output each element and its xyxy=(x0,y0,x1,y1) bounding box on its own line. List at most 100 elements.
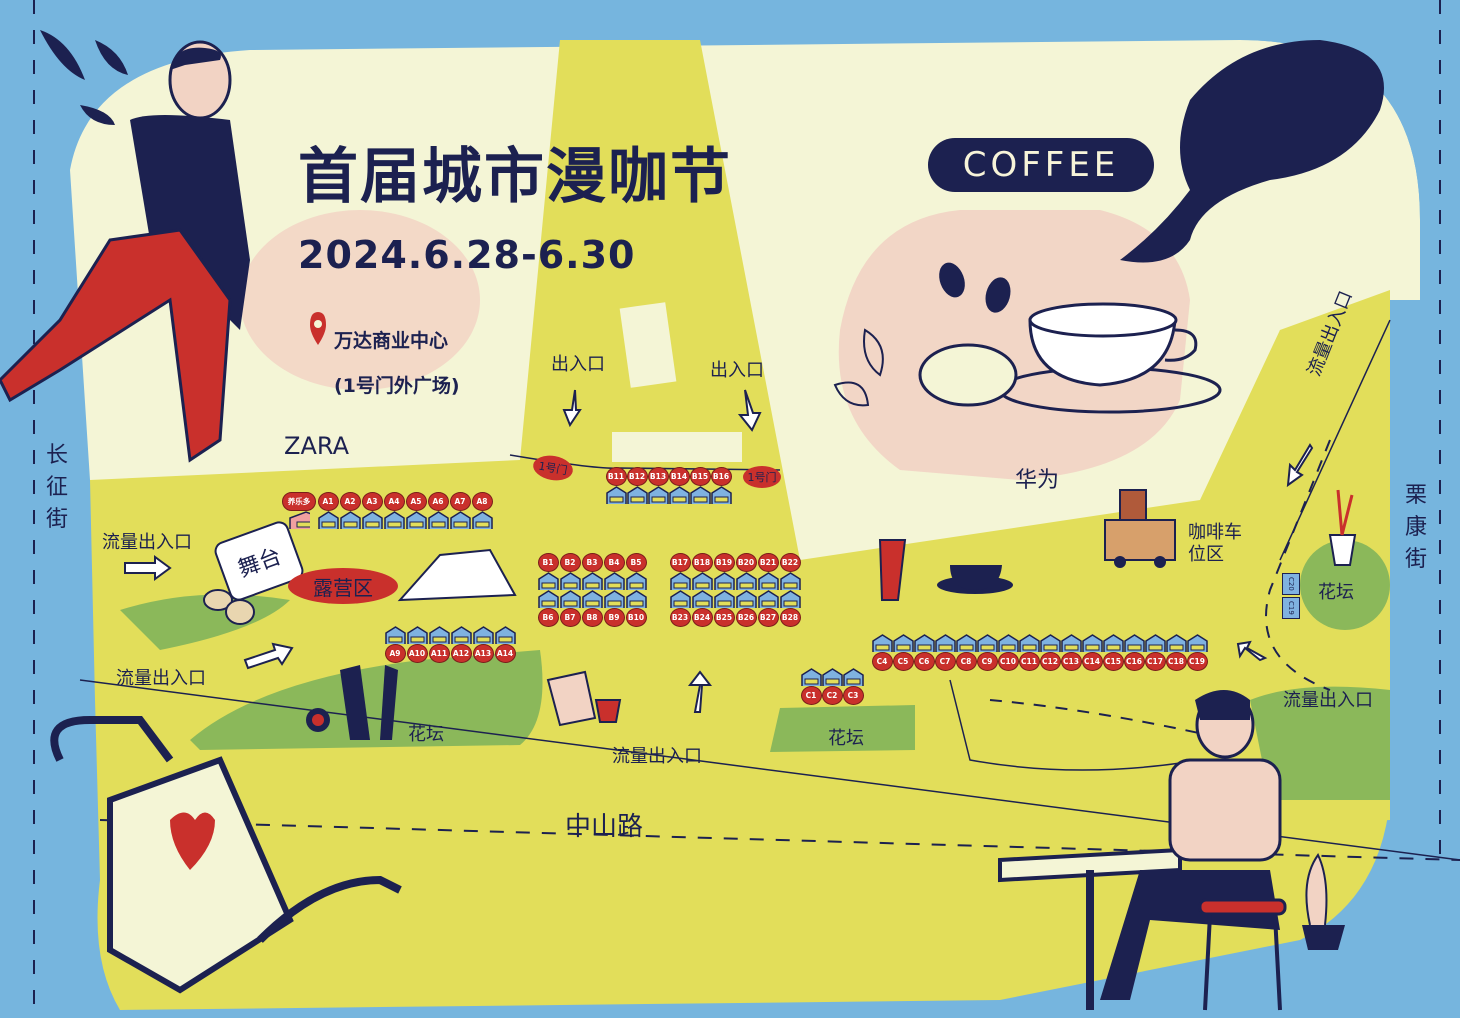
booth-c19[interactable]: C19 xyxy=(1186,634,1208,671)
booth-b15[interactable]: B15 xyxy=(689,467,711,504)
booth-b14[interactable]: B14 xyxy=(668,467,690,504)
booth-b22[interactable]: B22 xyxy=(779,553,801,590)
booth-b4[interactable]: B4 xyxy=(603,553,625,590)
booth-badge: C16 xyxy=(1123,652,1145,671)
booth-badge: B9 xyxy=(603,608,625,627)
booth-b28[interactable]: B28 xyxy=(779,590,801,627)
booth-c19-vertical[interactable]: C19 xyxy=(1282,597,1300,619)
booth-a3[interactable]: A3 xyxy=(361,492,383,529)
booth-c5[interactable]: C5 xyxy=(892,634,914,671)
booth-b7[interactable]: B7 xyxy=(559,590,581,627)
booth-yakult[interactable]: 养乐多 xyxy=(282,492,316,529)
man-drinking-coffee-illustration xyxy=(0,30,260,470)
booth-b20[interactable]: B20 xyxy=(735,553,757,590)
booth-c14[interactable]: C14 xyxy=(1081,634,1103,671)
booth-a5[interactable]: A5 xyxy=(405,492,427,529)
booth-row-b6-b10: B6 B7 B8 B9 B10 xyxy=(537,590,647,627)
booth-b27[interactable]: B27 xyxy=(757,590,779,627)
booth-c9[interactable]: C9 xyxy=(976,634,998,671)
booth-b19[interactable]: B19 xyxy=(713,553,735,590)
stall-icon xyxy=(913,634,935,652)
booth-c6[interactable]: C6 xyxy=(913,634,935,671)
booth-badge: C4 xyxy=(871,652,893,671)
booth-b24[interactable]: B24 xyxy=(691,590,713,627)
booth-b9[interactable]: B9 xyxy=(603,590,625,627)
stall-icon xyxy=(450,626,472,644)
booth-c11[interactable]: C11 xyxy=(1018,634,1040,671)
booth-badge: B16 xyxy=(710,467,732,486)
booth-c12[interactable]: C12 xyxy=(1039,634,1061,671)
booth-a7[interactable]: A7 xyxy=(449,492,471,529)
booth-b16[interactable]: B16 xyxy=(710,467,732,504)
stall-icon xyxy=(871,634,893,652)
booth-a1[interactable]: A1 xyxy=(317,492,339,529)
booth-badge: A3 xyxy=(361,492,383,511)
booth-a14[interactable]: A14 xyxy=(494,626,516,663)
booth-c10[interactable]: C10 xyxy=(997,634,1019,671)
booth-badge: A7 xyxy=(449,492,471,511)
stall-icon xyxy=(339,511,361,529)
booth-block-b-left: B1 B2 B3 B4 B5 B6 B7 B8 B9 B10 xyxy=(537,553,647,627)
booth-badge: B6 xyxy=(537,608,559,627)
booth-badge: C14 xyxy=(1081,652,1103,671)
booth-b18[interactable]: B18 xyxy=(691,553,713,590)
booth-a4[interactable]: A4 xyxy=(383,492,405,529)
stage-label: 舞台 xyxy=(234,544,285,583)
booth-b25[interactable]: B25 xyxy=(713,590,735,627)
booth-badge: B27 xyxy=(757,608,779,627)
booth-c18[interactable]: C18 xyxy=(1165,634,1187,671)
stall-icon xyxy=(1165,634,1187,652)
booth-b8[interactable]: B8 xyxy=(581,590,603,627)
booth-a13[interactable]: A13 xyxy=(472,626,494,663)
booth-b17[interactable]: B17 xyxy=(669,553,691,590)
booth-a10[interactable]: A10 xyxy=(406,626,428,663)
booth-b1[interactable]: B1 xyxy=(537,553,559,590)
booth-b2[interactable]: B2 xyxy=(559,553,581,590)
booth-a12[interactable]: A12 xyxy=(450,626,472,663)
entrance-left-bottom: 流量出入口 xyxy=(116,668,206,689)
booth-c16[interactable]: C16 xyxy=(1123,634,1145,671)
booth-c1[interactable]: C1 xyxy=(800,668,822,705)
booth-a8[interactable]: A8 xyxy=(471,492,493,529)
booth-b10[interactable]: B10 xyxy=(625,590,647,627)
booth-b3[interactable]: B3 xyxy=(581,553,603,590)
booth-badge: A13 xyxy=(472,644,494,663)
booth-c2[interactable]: C2 xyxy=(821,668,843,705)
booth-c8[interactable]: C8 xyxy=(955,634,977,671)
stall-icon xyxy=(800,668,822,686)
booth-c4[interactable]: C4 xyxy=(871,634,893,671)
booth-badge: B19 xyxy=(713,553,735,572)
flowerbed-label-2: 花坛 xyxy=(828,728,864,749)
coffee-badge: COFFEE xyxy=(928,138,1154,192)
booth-badge: B10 xyxy=(625,608,647,627)
booth-b21[interactable]: B21 xyxy=(757,553,779,590)
booth-a9[interactable]: A9 xyxy=(384,626,406,663)
booth-b13[interactable]: B13 xyxy=(647,467,669,504)
booth-c20-vertical[interactable]: C20 xyxy=(1282,573,1300,595)
booth-c7[interactable]: C7 xyxy=(934,634,956,671)
booth-a2[interactable]: A2 xyxy=(339,492,361,529)
stall-icon xyxy=(1081,634,1103,652)
food-truck-area-label: 咖啡车位区 xyxy=(1188,522,1242,565)
booth-b6[interactable]: B6 xyxy=(537,590,559,627)
booth-a6[interactable]: A6 xyxy=(427,492,449,529)
booth-badge: C12 xyxy=(1039,652,1061,671)
booth-b5[interactable]: B5 xyxy=(625,553,647,590)
booth-b26[interactable]: B26 xyxy=(735,590,757,627)
booth-b23[interactable]: B23 xyxy=(669,590,691,627)
booth-c17[interactable]: C17 xyxy=(1144,634,1166,671)
booth-c13[interactable]: C13 xyxy=(1060,634,1082,671)
landmark-huawei: 华为 xyxy=(1015,468,1060,493)
map-pin-icon xyxy=(300,312,320,346)
booth-b11[interactable]: B11 xyxy=(605,467,627,504)
booth-badge: C17 xyxy=(1144,652,1166,671)
stall-icon xyxy=(779,572,801,590)
stall-icon xyxy=(691,590,713,608)
booth-badge: C15 xyxy=(1102,652,1124,671)
booth-c3[interactable]: C3 xyxy=(842,668,864,705)
booth-a11[interactable]: A11 xyxy=(428,626,450,663)
booth-badge: C9 xyxy=(976,652,998,671)
stall-icon xyxy=(406,626,428,644)
booth-c15[interactable]: C15 xyxy=(1102,634,1124,671)
booth-b12[interactable]: B12 xyxy=(626,467,648,504)
